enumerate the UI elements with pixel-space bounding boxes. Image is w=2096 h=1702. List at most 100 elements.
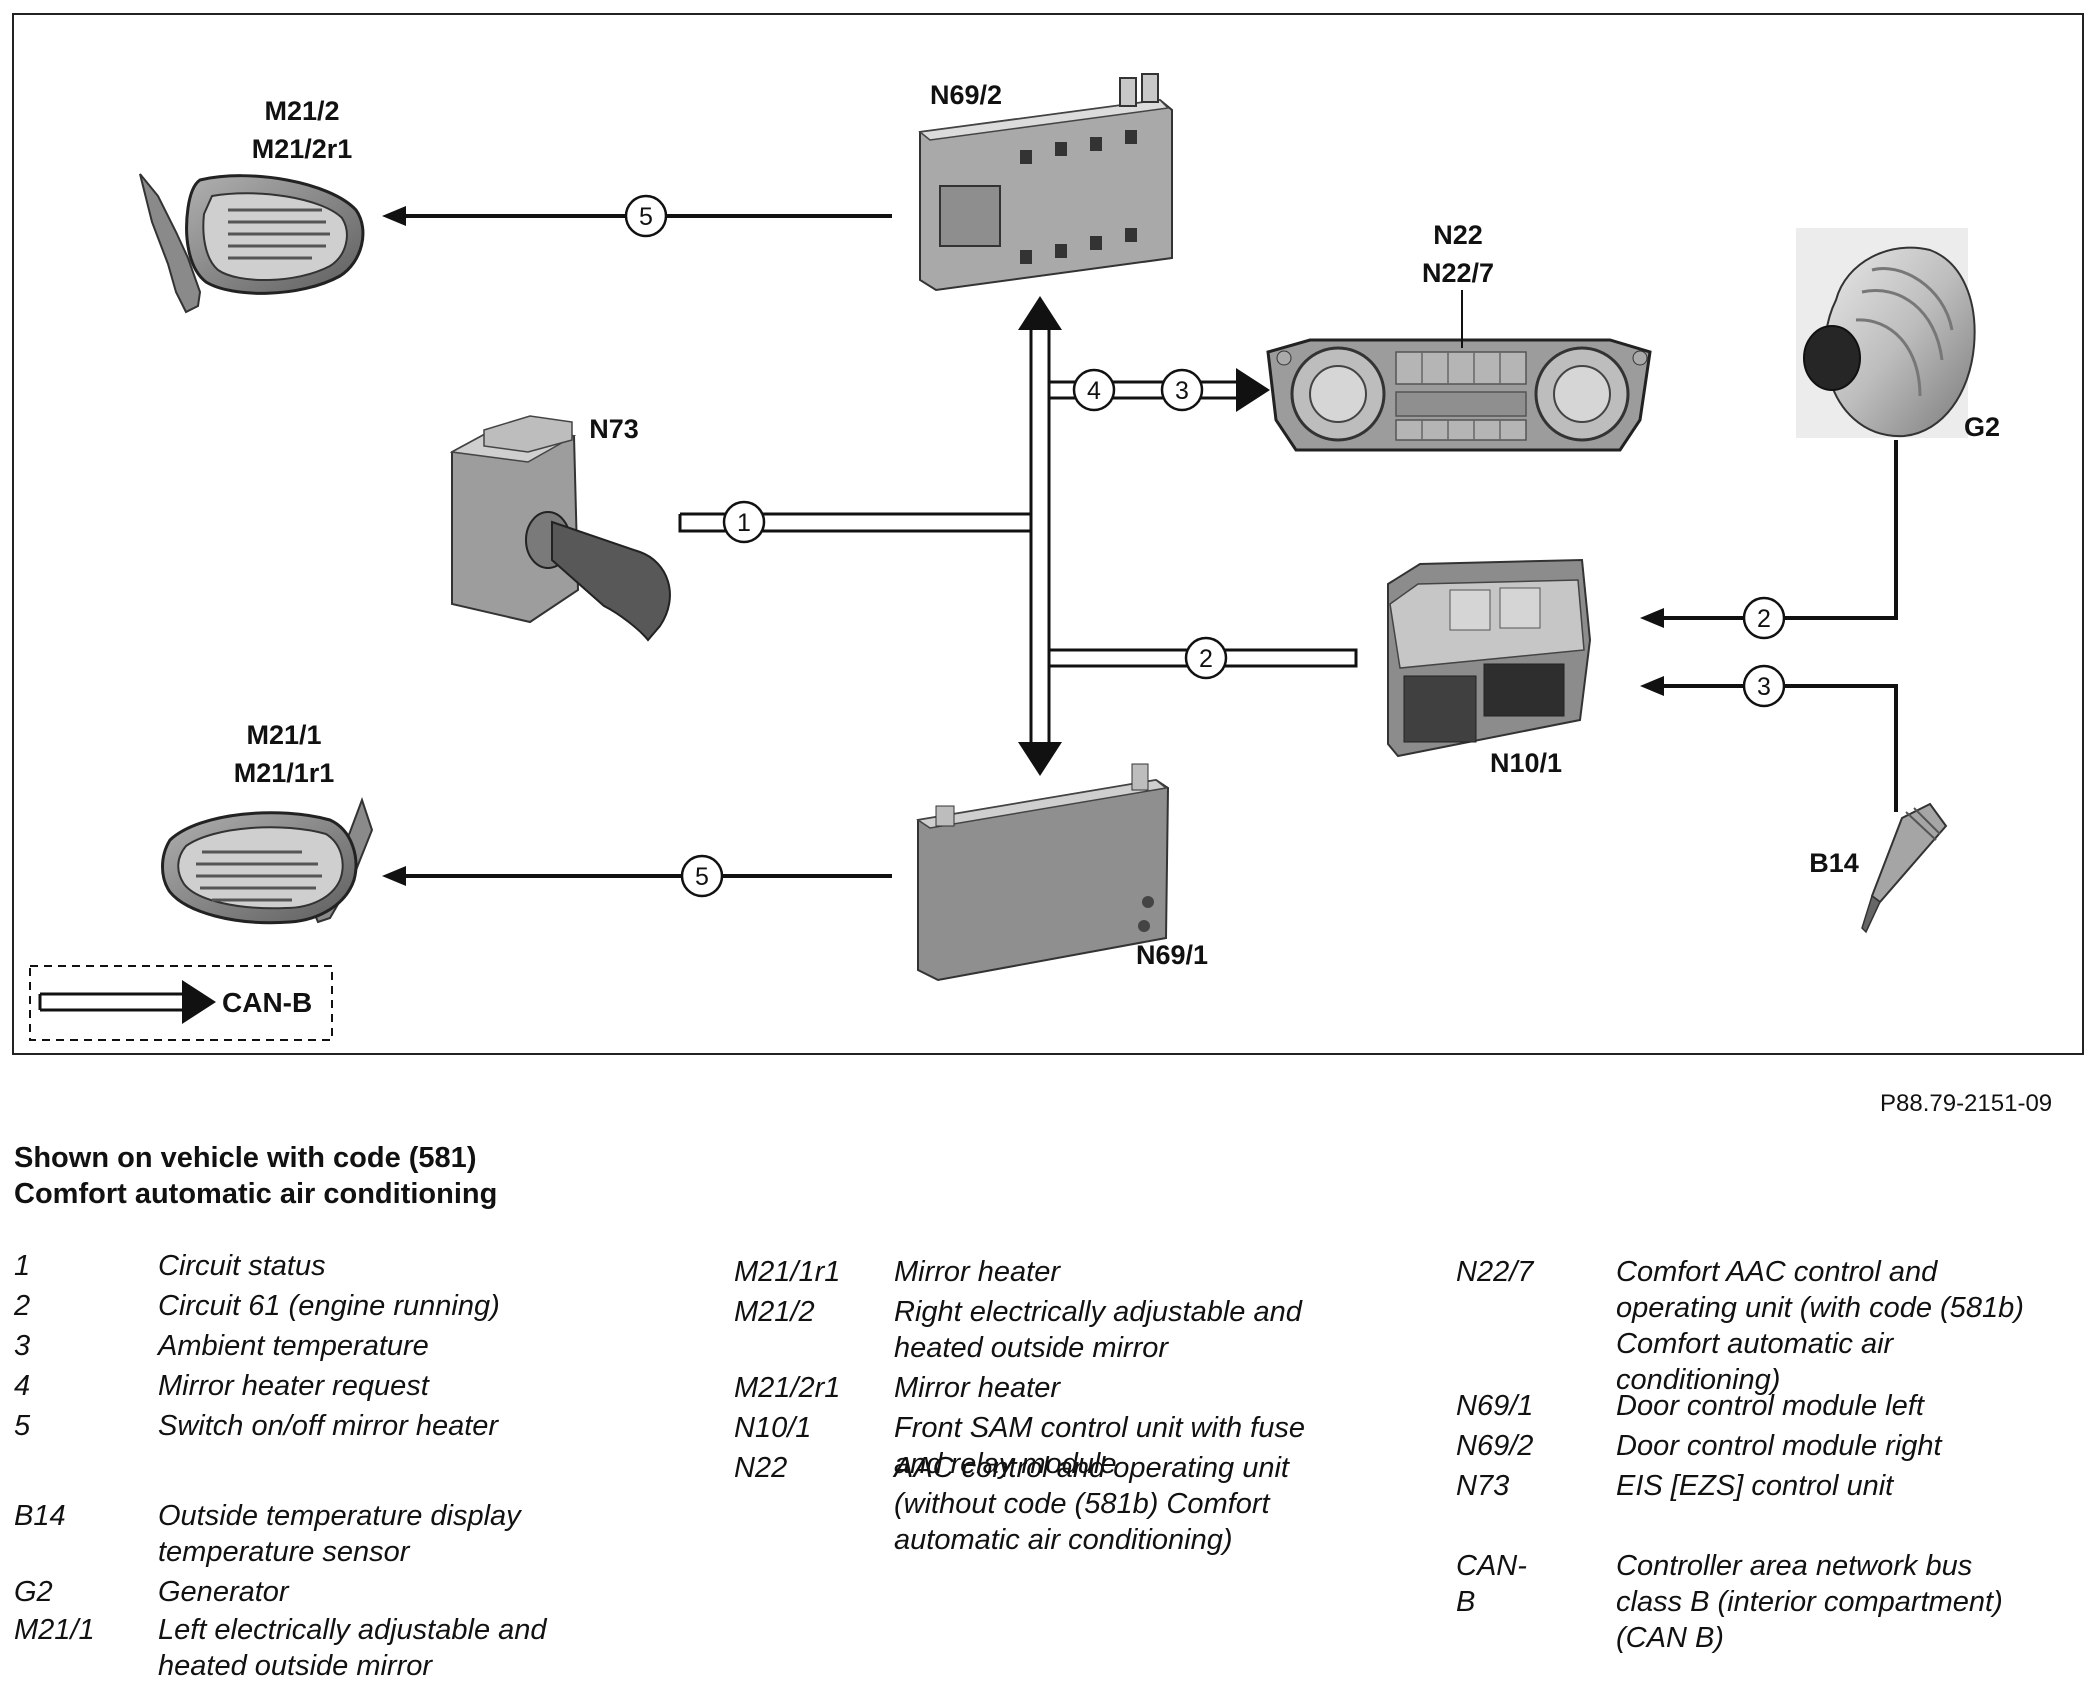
legend-description: Generator — [158, 1574, 698, 1610]
legend-code: CAN-B — [1456, 1550, 1527, 1618]
legend-description-line: Front SAM control unit with fuse — [894, 1412, 1305, 1444]
arrow-to-m21-1 — [382, 866, 406, 886]
svg-text:3: 3 — [1175, 377, 1189, 405]
label-g2: G2 — [1964, 412, 2000, 442]
legend-description-line: Switch on/off mirror heater — [158, 1410, 499, 1442]
label-m21-1: M21/1 — [246, 720, 321, 750]
svg-text:4: 4 — [1087, 377, 1101, 405]
legend-code: N69/1 — [1456, 1390, 1534, 1422]
legend-code: M21/2r1 — [734, 1372, 841, 1404]
signal-2-g2: 2 — [1742, 596, 1786, 640]
signal-5-bottom: 5 — [680, 854, 724, 898]
legend-code: M21/2 — [734, 1296, 815, 1328]
legend-code: 3 — [14, 1330, 31, 1362]
arrow-b14-to-sam — [1640, 676, 1664, 696]
arrow-g2-to-sam — [1640, 608, 1664, 628]
legend-description-line: Right electrically adjustable and — [894, 1296, 1302, 1328]
legend-description-line: (without code (581b) Comfort — [894, 1488, 1270, 1520]
legend-description: Mirror heater — [894, 1254, 1434, 1290]
legend-description-line: heated outside mirror — [158, 1650, 433, 1682]
temp-sensor-illustration — [1861, 802, 1948, 934]
arrow-to-m21-2 — [382, 206, 406, 226]
legend-description-line: Mirror heater — [894, 1372, 1060, 1404]
signal-4: 4 — [1072, 368, 1116, 412]
legend-description-line: Left electrically adjustable and — [158, 1614, 547, 1646]
legend-description: Comfort AAC control and operating unit (w… — [1616, 1254, 2096, 1398]
generator-illustration — [1796, 228, 1976, 438]
label-n69-2: N69/2 — [930, 80, 1002, 110]
label-m21-2r1: M21/2r1 — [252, 134, 353, 164]
aac-unit-illustration — [1266, 338, 1652, 452]
legend-description-line: and relay module — [894, 1448, 1117, 1480]
legend-description: Circuit status — [158, 1248, 698, 1284]
legend-description-line: Door control module left — [1616, 1390, 1924, 1422]
legend-code: 4 — [14, 1370, 31, 1402]
signal-5-top: 5 — [624, 194, 668, 238]
svg-text:1: 1 — [737, 509, 751, 537]
figure-reference: P88.79-2151-09 — [1880, 1090, 2053, 1117]
signal-2-can: 2 — [1184, 636, 1228, 680]
legend-description-line: heated outside mirror — [894, 1332, 1169, 1364]
label-b14: B14 — [1809, 848, 1859, 878]
legend-description: Circuit 61 (engine running) — [158, 1288, 698, 1324]
can-b-legend: CAN-B — [29, 965, 333, 1041]
legend-description-line: Door control module right — [1616, 1430, 1942, 1462]
legend-description: Right electrically adjustable and heated … — [894, 1294, 1434, 1366]
mirror-left-illustration — [161, 797, 374, 925]
vehicle-code-note: Shown on vehicle with code (581) Comfort… — [14, 1140, 497, 1212]
legend-code: 2 — [14, 1290, 31, 1322]
signal-1: 1 — [722, 500, 766, 544]
legend-description-line: EIS [EZS] control unit — [1616, 1470, 1894, 1502]
legend-description-line: automatic air conditioning) — [894, 1524, 1233, 1556]
legend-description-line: class B (interior compartment) — [1616, 1586, 2003, 1618]
legend-code: N10/1 — [734, 1412, 812, 1444]
door-control-left-illustration — [916, 763, 1170, 982]
label-n10-1: N10/1 — [1490, 748, 1562, 778]
label-m21-2: M21/2 — [264, 96, 339, 126]
legend-description: AAC control and operating unit(without c… — [894, 1450, 1434, 1558]
legend-description-line: Comfort automatic air — [1616, 1328, 1894, 1360]
door-control-right-illustration — [918, 73, 1173, 292]
legend-code: B14 — [14, 1500, 66, 1532]
legend-description: Mirror heater — [894, 1370, 1434, 1406]
svg-text:2: 2 — [1757, 605, 1771, 633]
label-n69-1: N69/1 — [1136, 940, 1208, 970]
legend-description-line: operating unit (with code (581b) — [1616, 1292, 2024, 1324]
label-m21-1r1: M21/1r1 — [234, 758, 335, 788]
legend-code: N73 — [1456, 1470, 1510, 1502]
legend-description-line: Mirror heater request — [158, 1370, 429, 1402]
legend-description: Left electrically adjustable and heated o… — [158, 1612, 698, 1684]
signal-3-can: 3 — [1160, 368, 1204, 412]
eis-illustration — [449, 415, 671, 642]
legend-description-line: Mirror heater — [894, 1256, 1060, 1288]
svg-text:5: 5 — [695, 863, 709, 891]
legend-description-line: Comfort AAC control and — [1616, 1256, 1938, 1288]
legend-code: N69/2 — [1456, 1430, 1534, 1462]
arrow-to-n69-1 — [1018, 742, 1062, 776]
signal-3-b14: 3 — [1742, 664, 1786, 708]
legend-description-line: Ambient temperature — [158, 1330, 429, 1362]
legend-description: Controller area network bus class B (inte… — [1616, 1548, 2096, 1656]
legend-code: 5 — [14, 1410, 31, 1442]
legend-description: Mirror heater request — [158, 1368, 698, 1404]
svg-text:3: 3 — [1757, 673, 1771, 701]
sam-illustration — [1387, 558, 1592, 758]
label-n73: N73 — [589, 414, 639, 444]
legend-code: N22 — [734, 1452, 788, 1484]
legend-description-line: Circuit status — [158, 1250, 326, 1282]
mirror-right-illustration — [139, 173, 365, 314]
legend-description-line: Controller area network bus — [1616, 1550, 1973, 1582]
legend-description: Door control module left — [1616, 1388, 2096, 1424]
legend-description-line: Generator — [158, 1576, 289, 1608]
label-n22: N22 — [1433, 220, 1483, 250]
legend-description-line: temperature sensor — [158, 1536, 410, 1568]
note-line-1: Shown on vehicle with code (581) — [14, 1142, 477, 1174]
legend-description: Front SAM control unit with fuse and rela… — [894, 1410, 1434, 1482]
legend-code: M21/1r1 — [734, 1256, 841, 1288]
label-n22-7: N22/7 — [1422, 258, 1494, 288]
legend-code: N22/7 — [1456, 1256, 1534, 1288]
legend-description-line: conditioning) — [1616, 1364, 1781, 1396]
svg-text:2: 2 — [1199, 645, 1213, 673]
note-line-2: Comfort automatic air conditioning — [14, 1178, 498, 1210]
